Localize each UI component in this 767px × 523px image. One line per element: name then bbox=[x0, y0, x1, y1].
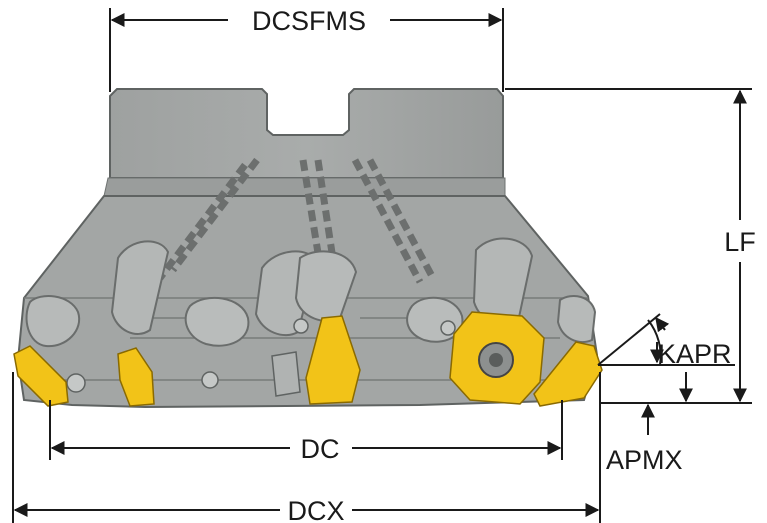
hub-outline bbox=[109, 88, 504, 179]
insert-right bbox=[533, 341, 603, 407]
clamp-screws bbox=[66, 318, 456, 397]
insert-screw-socket bbox=[489, 353, 503, 367]
dimension-labels: DCSFMS LF KAPR APMX DC DCX bbox=[232, 4, 758, 523]
kapr-angle-line bbox=[597, 313, 661, 366]
label-dcx: DCX bbox=[287, 496, 344, 523]
dimensions bbox=[12, 8, 752, 523]
kapr-arrow-top bbox=[655, 316, 670, 333]
label-dc: DC bbox=[301, 434, 340, 464]
insert-2 bbox=[117, 347, 155, 407]
chip-pockets bbox=[25, 237, 597, 348]
insert-3 bbox=[305, 315, 361, 405]
label-dcsfms: DCSFMS bbox=[252, 6, 366, 36]
inserts bbox=[13, 311, 603, 407]
label-apmx: APMX bbox=[606, 445, 683, 475]
label-lf: LF bbox=[724, 227, 756, 257]
label-kapr: KAPR bbox=[658, 339, 732, 369]
insert-left bbox=[13, 345, 69, 407]
